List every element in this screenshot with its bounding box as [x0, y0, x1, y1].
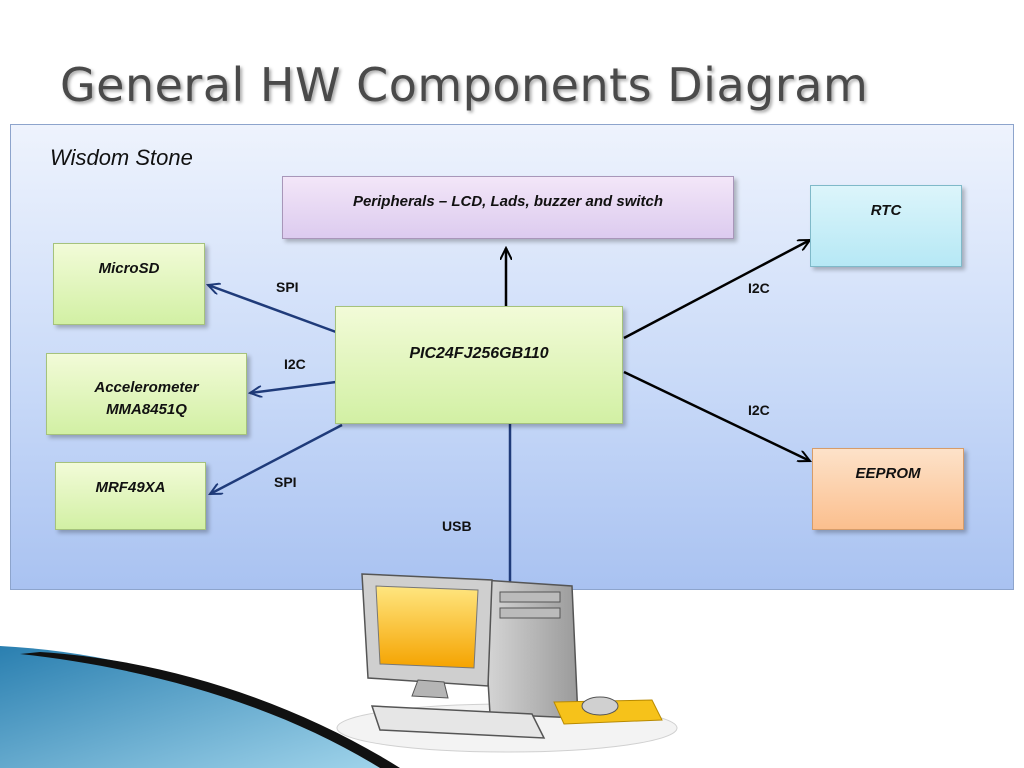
rtc-box: RTC	[810, 185, 962, 267]
arrow-to-rtc	[623, 238, 810, 340]
link-label-mrf: SPI	[274, 474, 297, 490]
mrf-label: MRF49XA	[95, 479, 166, 496]
eeprom-label: EEPROM	[855, 465, 921, 482]
link-label-accelerometer: I2C	[284, 356, 306, 372]
accelerometer-label-line2: MMA8451Q	[106, 401, 187, 418]
link-label-rtc: I2C	[748, 280, 770, 296]
arrow-to-microsd	[208, 285, 337, 334]
mcu-box: PIC24FJ256GB110	[335, 306, 623, 424]
rtc-label: RTC	[870, 202, 902, 219]
peripherals-box: Peripherals – LCD, Lads, buzzer and swit…	[282, 176, 734, 239]
link-label-usb: USB	[442, 518, 472, 534]
mcu-label: PIC24FJ256GB110	[409, 345, 549, 362]
system-label: Wisdom Stone	[50, 145, 193, 170]
arrow-to-eeprom	[623, 370, 810, 461]
eeprom-box: EEPROM	[812, 448, 964, 530]
mrf-box: MRF49XA	[55, 462, 206, 530]
accelerometer-label-line1: Accelerometer	[94, 379, 199, 396]
accelerometer-box: Accelerometer MMA8451Q	[46, 353, 247, 435]
link-label-microsd: SPI	[276, 279, 299, 295]
link-label-eeprom: I2C	[748, 402, 770, 418]
desktop-computer-icon	[336, 573, 678, 753]
microsd-box: MicroSD	[53, 243, 205, 325]
arrow-to-mrf	[210, 423, 343, 496]
peripherals-label: Peripherals – LCD, Lads, buzzer and swit…	[352, 193, 664, 210]
microsd-label: MicroSD	[98, 260, 160, 277]
slide-title: General HW Components Diagram	[60, 58, 869, 112]
arrow-to-accelerometer	[250, 380, 337, 393]
